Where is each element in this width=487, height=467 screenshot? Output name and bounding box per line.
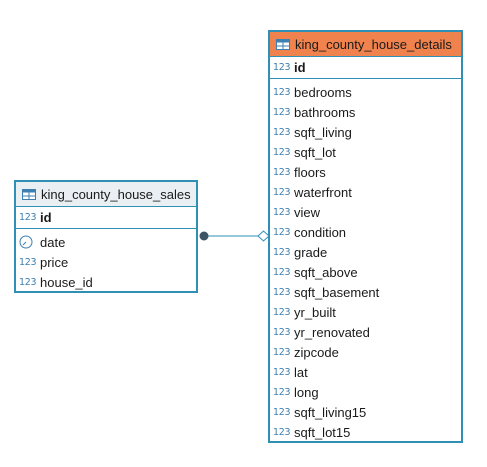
numeric-type-icon: 123 [19, 212, 37, 223]
column-name: bathrooms [294, 104, 356, 120]
numeric-type-icon: 123 [273, 406, 291, 418]
column-name: waterfront [294, 184, 352, 200]
column-name: sqft_living [294, 124, 352, 140]
numeric-type-icon: 123 [19, 256, 37, 268]
table-icon [276, 38, 290, 50]
column-name: id [40, 210, 52, 225]
numeric-type-icon: 123 [273, 106, 291, 118]
entity-header: king_county_house_details [270, 32, 461, 57]
column-name: house_id [40, 274, 93, 290]
column-name: sqft_above [294, 264, 358, 280]
column-name: sqft_lot15 [294, 424, 351, 440]
numeric-type-icon: 123 [273, 286, 291, 298]
numeric-type-icon: 123 [273, 346, 291, 358]
numeric-type-icon: 123 [273, 206, 291, 218]
numeric-type-icon: 123 [273, 306, 291, 318]
entity-title: king_county_house_details [295, 36, 452, 52]
column-name: long [294, 384, 319, 400]
column-name: floors [294, 164, 326, 180]
numeric-type-icon: 123 [273, 186, 291, 198]
column-name: sqft_living15 [294, 404, 367, 420]
numeric-type-icon: 123 [273, 226, 291, 238]
numeric-type-icon: 123 [273, 166, 291, 178]
numeric-type-icon: 123 [273, 326, 291, 338]
numeric-type-icon: 123 [273, 426, 291, 438]
entity-header: king_county_house_sales [16, 182, 196, 207]
numeric-type-icon: 123 [19, 276, 37, 288]
numeric-type-icon: 123 [273, 366, 291, 378]
column-name: bedrooms [294, 84, 352, 100]
column-row[interactable]: date [16, 232, 196, 252]
numeric-type-icon: 123 [273, 86, 291, 98]
table-icon [22, 188, 36, 200]
numeric-type-icon: 123 [273, 62, 291, 73]
column-name: id [294, 60, 306, 75]
numeric-type-icon: 123 [273, 386, 291, 398]
primary-key-row[interactable]: 123 id [16, 207, 196, 229]
date-type-clock-icon [19, 235, 33, 249]
column-name: price [40, 254, 69, 270]
column-name: yr_built [294, 304, 336, 320]
numeric-type-icon: 123 [273, 126, 291, 138]
column-name: sqft_lot [294, 144, 336, 160]
column-name: date [40, 234, 66, 250]
numeric-type-icon: 123 [273, 146, 291, 158]
column-name: grade [294, 244, 328, 260]
column-name: sqft_basement [294, 284, 380, 300]
relationship-source-dot-icon [199, 231, 209, 241]
numeric-type-icon: 123 [273, 246, 291, 258]
column-name: zipcode [294, 344, 339, 360]
column-name: lat [294, 364, 308, 380]
primary-key-row[interactable]: 123 id [270, 57, 461, 79]
column-name: condition [294, 224, 347, 240]
numeric-type-icon: 123 [273, 266, 291, 278]
column-name: yr_renovated [294, 324, 370, 340]
entity-title: king_county_house_sales [41, 186, 191, 202]
column-name: view [294, 204, 321, 220]
